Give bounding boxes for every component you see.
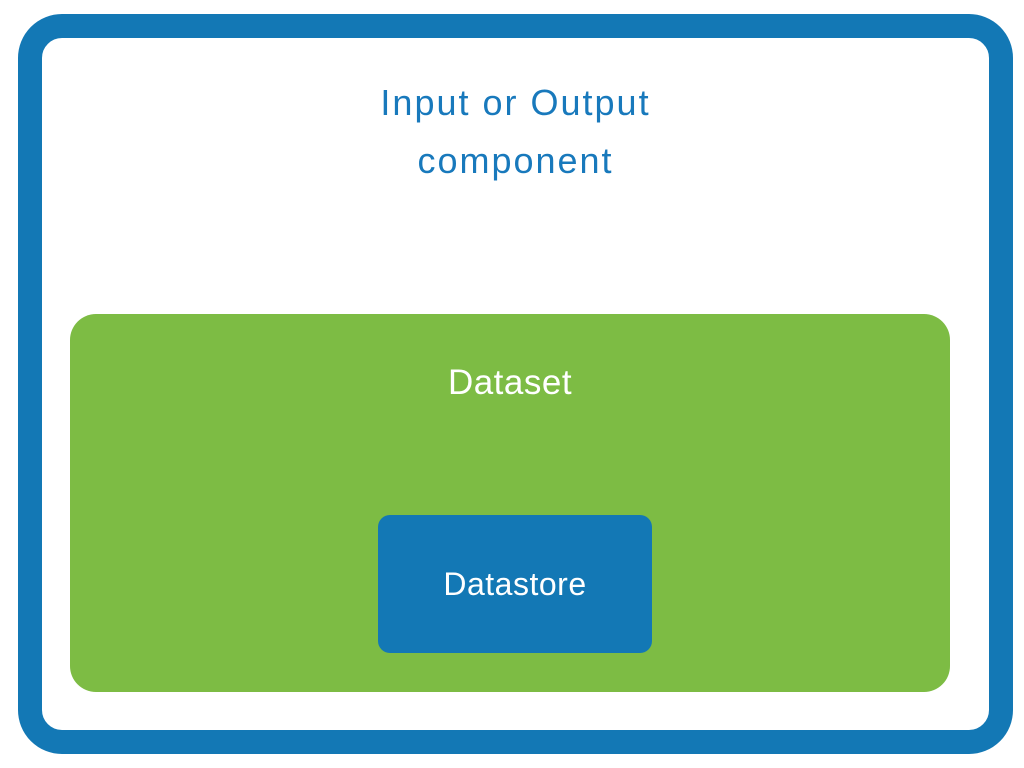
- dataset-box: Dataset Datastore: [70, 314, 950, 692]
- datastore-box: Datastore: [378, 515, 652, 653]
- io-component-box: Input or Output component Dataset Datast…: [18, 14, 1013, 754]
- io-component-label-line1: Input or Output: [380, 82, 651, 123]
- dataset-label: Dataset: [447, 363, 573, 402]
- datastore-label: Datastore: [443, 565, 587, 602]
- io-component-label-line2: component: [417, 140, 614, 181]
- io-component-label: Input or Output component: [42, 74, 989, 190]
